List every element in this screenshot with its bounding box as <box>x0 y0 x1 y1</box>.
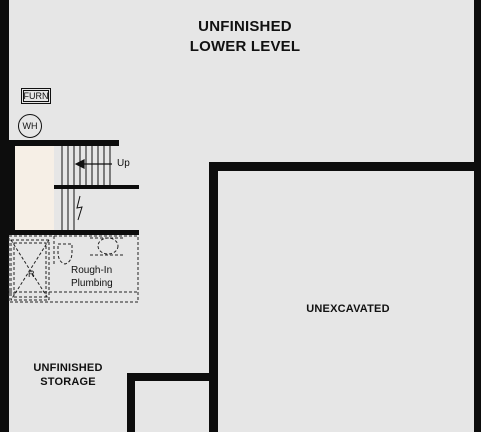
water-heater-symbol: WH <box>18 114 42 138</box>
furnace-symbol: FURN <box>21 88 51 104</box>
stair-wall-top <box>9 140 119 146</box>
stair-up-arrow <box>74 159 112 169</box>
storage-top-wall <box>127 373 218 381</box>
left-wall <box>0 0 9 432</box>
plumbing-label-line: Rough-In <box>71 265 113 276</box>
stair-wall-bottom <box>9 230 139 235</box>
stair-landing <box>9 146 54 232</box>
shower-outline <box>10 239 50 301</box>
unexcavated-top-wall <box>209 162 481 171</box>
stair-break-line <box>76 195 83 221</box>
stair-wall-left <box>9 140 15 232</box>
unexcavated-right-wall <box>474 162 481 432</box>
plumbing-label-line: Plumbing <box>71 278 113 289</box>
room-label-unexcavated: UNEXCAVATED <box>306 303 390 315</box>
bath-area-outline <box>8 235 139 303</box>
stair-wall-middle <box>54 185 139 189</box>
room-label-unfinished-lower-level: UNFINISHED LOWER LEVEL <box>150 17 340 57</box>
rough-in-fixtures <box>8 235 139 303</box>
room-label-line: STORAGE <box>40 376 96 388</box>
shower-mark: R <box>28 269 35 279</box>
toilet-outline <box>57 243 73 265</box>
right-wall-upper <box>474 0 481 170</box>
room-label-line: UNFINISHED <box>33 362 103 374</box>
room-label-line: UNFINISHED <box>198 18 292 35</box>
unexcavated-left-wall <box>209 162 218 432</box>
stair-direction-label: Up <box>117 158 130 169</box>
rough-in-plumbing-label: Rough-In Plumbing <box>71 264 113 290</box>
room-label-line: LOWER LEVEL <box>189 38 301 55</box>
stair-treads <box>61 146 111 230</box>
room-label-unfinished-storage: UNFINISHED STORAGE <box>8 361 128 389</box>
storage-left-wall <box>127 373 135 432</box>
